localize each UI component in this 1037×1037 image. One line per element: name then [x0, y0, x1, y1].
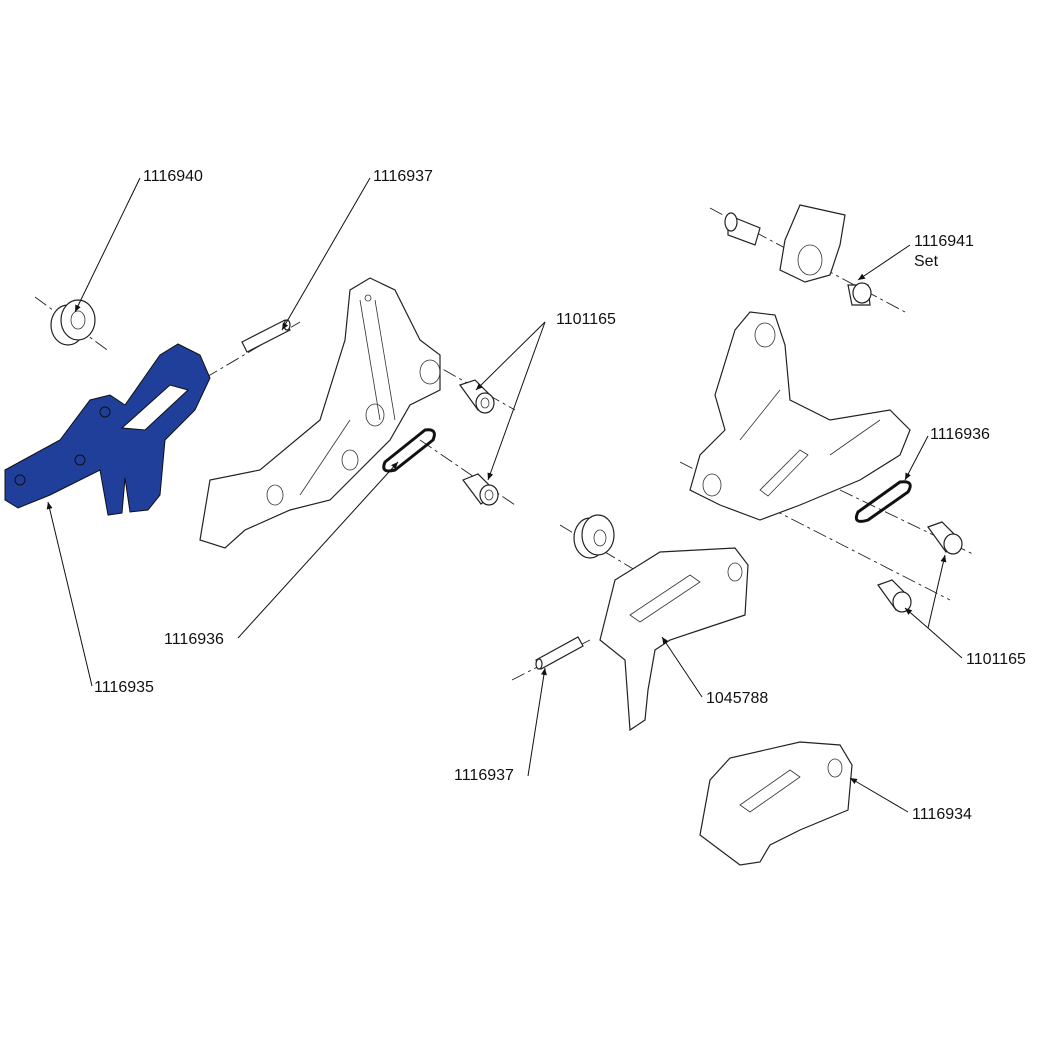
caliper-bracket-left[interactable] — [199, 277, 441, 549]
pin-1116937-bottom[interactable] — [535, 636, 584, 670]
bolt-1101165-d[interactable] — [877, 579, 912, 613]
washer-1116940[interactable] — [50, 299, 96, 346]
label-1116936-right[interactable]: 1116936 — [930, 426, 990, 443]
leader-lines — [46, 177, 963, 813]
adapter-1116934[interactable] — [699, 741, 853, 866]
pin-1116937-top[interactable] — [241, 319, 291, 353]
bolt-1101165-b[interactable] — [462, 473, 499, 506]
adapter-1045788[interactable] — [599, 547, 749, 732]
label-1116934[interactable]: 1116934 — [912, 806, 972, 823]
bracket-1116935-highlighted[interactable] — [4, 343, 211, 516]
label-1116941-note: Set — [914, 253, 939, 270]
label-1116941[interactable]: 1116941 — [914, 233, 974, 250]
caliper-bracket-right[interactable] — [689, 311, 911, 521]
oring-1116936-left[interactable] — [382, 428, 436, 473]
label-1045788[interactable]: 1045788 — [706, 690, 768, 707]
oring-1116936-right[interactable] — [854, 480, 912, 523]
part-labels: 1116940 1116937 1101165 1116941 Set 1116… — [94, 168, 1026, 823]
label-1101165-right[interactable]: 1101165 — [966, 651, 1026, 668]
label-1116937-bottom[interactable]: 1116937 — [454, 767, 514, 784]
washer-middle[interactable] — [573, 514, 615, 559]
label-1101165-left[interactable]: 1101165 — [556, 311, 616, 328]
label-1116936-left[interactable]: 1116936 — [164, 631, 224, 648]
label-1116937-top[interactable]: 1116937 — [373, 168, 433, 185]
label-1116940[interactable]: 1116940 — [143, 168, 203, 185]
mount-set-1116941[interactable] — [724, 204, 872, 306]
label-1116935[interactable]: 1116935 — [94, 679, 154, 696]
bolt-1101165-c[interactable] — [927, 521, 963, 555]
bolt-1101165-a[interactable] — [459, 379, 495, 414]
